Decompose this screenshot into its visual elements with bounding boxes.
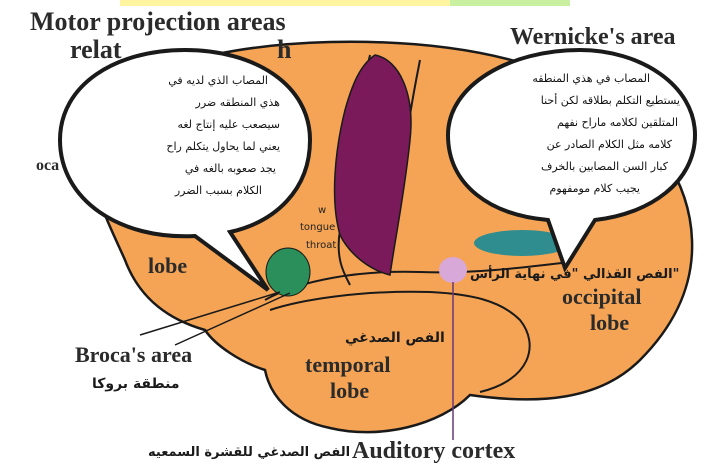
left-bubble-line: هذي المنطقه ضرر — [195, 96, 281, 109]
cut-label-left: oca — [36, 157, 59, 174]
temporal-lobe-label-1: temporal — [305, 352, 391, 377]
occipital-lobe-label-2: lobe — [590, 310, 629, 335]
left-bubble-line: يجد صعوبه بالغه في — [185, 162, 276, 175]
right-bubble-line: كلامه مثل الكلام الصادر عن — [547, 138, 673, 151]
motor-label-throat: throat — [306, 240, 336, 251]
auditory-cortex-region — [439, 257, 467, 283]
parietal-label-ar: الفص القذالي "في نهاية الرأس" — [470, 265, 679, 282]
right-bubble-line: كبار السن المصابين بالخرف — [541, 160, 669, 173]
right-bubble-line: يجيب كلام مومفهوم — [550, 182, 640, 195]
auditory-cortex-label-ar: الفص الصدغي للقشرة السمعيه — [148, 445, 350, 460]
left-bubble-line: المصاب الذي لديه في — [168, 74, 268, 87]
right-bubble-line: المصاب في هذي المنطقه — [532, 72, 650, 85]
brocas-area-region — [266, 248, 310, 296]
top-highlight-yellow — [120, 0, 450, 6]
brocas-area-label: Broca's area — [75, 342, 192, 367]
wernickes-area-title: Wernicke's area — [510, 24, 676, 50]
motor-projection-title: Motor projection areas — [30, 7, 286, 36]
auditory-cortex-label: Auditory cortex — [352, 438, 515, 464]
temporal-lobe-label-2: lobe — [330, 378, 369, 403]
temporal-lobe-label-ar: الفص الصدغي — [345, 330, 445, 346]
brocas-area-label-ar: منطقة بروكا — [92, 376, 180, 392]
top-highlight-green — [450, 0, 570, 6]
left-bubble-line: سيصعب عليه إنتاج لغه — [177, 118, 280, 131]
motor-label-w: w — [318, 205, 326, 216]
left-bubble-line: يعني لما يحاول يتكلم راح — [166, 140, 280, 153]
right-bubble-line: يستطيع التكلم بطلاقه لكن أحنا — [541, 93, 680, 107]
occipital-lobe-label-1: occipital — [562, 284, 641, 309]
motor-projection-subtitle: relat — [70, 35, 122, 64]
motor-label-tongue: tongue — [300, 222, 335, 233]
left-bubble-line: الكلام بسبب الضرر — [174, 184, 262, 197]
frontal-lobe-label: lobe — [148, 253, 187, 278]
motor-projection-subtitle-end: h — [277, 35, 292, 64]
right-bubble-line: المتلقين لكلامه ماراح نفهم — [557, 116, 678, 129]
